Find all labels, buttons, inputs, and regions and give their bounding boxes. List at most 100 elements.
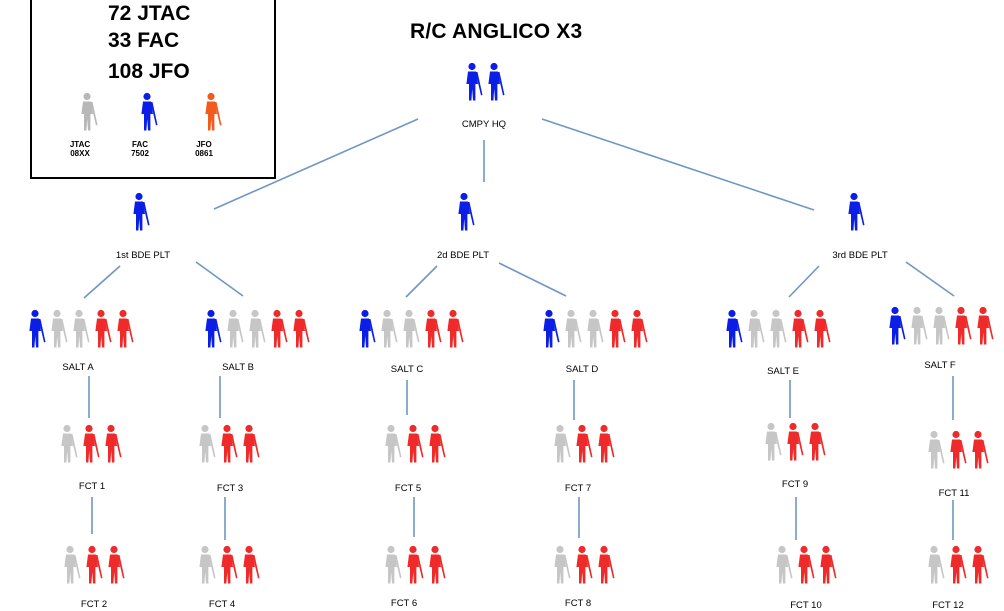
salt-team-1 — [202, 309, 310, 349]
fct-label: FCT 3 — [216, 483, 244, 494]
legend-role: JTAC — [69, 140, 91, 149]
legend-label-jtac: JTAC 08XX — [58, 140, 102, 158]
fct-label: FCT 10 — [790, 600, 822, 611]
fct-team-4 — [382, 424, 446, 464]
jtac-rifleman-icon — [762, 422, 782, 467]
fac-rifleman-icon — [202, 309, 222, 354]
fct-team-5 — [382, 545, 446, 585]
jfo-legend-icon — [200, 92, 224, 137]
jtac-rifleman-icon — [551, 545, 571, 590]
fac-rifleman-icon — [723, 309, 743, 354]
legend-count-fac: 33 FAC — [108, 29, 180, 52]
fct-team-10 — [925, 430, 989, 470]
fct-team-0 — [58, 424, 122, 464]
jfo-rifleman-icon — [817, 545, 837, 590]
legend-role: FAC — [132, 140, 148, 149]
fac-rifleman-icon — [485, 62, 505, 107]
fct-team-9 — [773, 545, 837, 585]
jtac-rifleman-icon — [745, 309, 765, 354]
fct-label: FCT 9 — [781, 479, 809, 490]
fct-team-8 — [762, 422, 826, 462]
fct-label: FCT 5 — [394, 483, 422, 494]
jtac-rifleman-icon — [246, 309, 266, 354]
fct-label: FCT 2 — [80, 599, 108, 610]
jtac-rifleman-icon — [196, 545, 216, 590]
legend-label-jfo: JFO 0861 — [182, 140, 226, 158]
jfo-rifleman-icon — [811, 309, 831, 354]
platoon-label: 2d BDE PLT — [436, 250, 490, 261]
fct-label: FCT 6 — [390, 598, 418, 609]
legend: 72 JTAC 33 FAC 108 JFO JTAC 08XX FAC 750… — [30, 0, 276, 179]
jfo-rifleman-icon — [974, 306, 994, 351]
jfo-rifleman-icon — [404, 424, 424, 469]
connector-line — [83, 265, 121, 299]
jfo-rifleman-icon — [947, 430, 967, 475]
jfo-rifleman-icon — [606, 309, 626, 354]
jfo-rifleman-icon — [105, 545, 125, 590]
jfo-rifleman-icon — [628, 309, 648, 354]
legend-role: JFO — [196, 140, 212, 149]
jfo-rifleman-icon — [444, 309, 464, 354]
fct-team-1 — [61, 545, 125, 585]
jtac-rifleman-icon — [58, 424, 78, 469]
salt-label: SALT F — [924, 360, 956, 371]
jfo-rifleman-icon — [426, 424, 446, 469]
jfo-rifleman-icon — [969, 545, 989, 590]
legend-label-fac: FAC 7502 — [118, 140, 162, 158]
connector-line — [541, 118, 815, 211]
connector-line — [213, 118, 419, 210]
jtac-rifleman-icon — [400, 309, 420, 354]
salt-label: SALT C — [390, 364, 424, 375]
jfo-rifleman-icon — [952, 306, 972, 351]
fac-rifleman-icon — [845, 192, 865, 237]
fct-team-6 — [551, 424, 615, 464]
platoon-label: 1st BDE PLT — [115, 250, 171, 261]
legend-count-jtac: 72 JTAC — [108, 2, 191, 25]
jtac-rifleman-icon — [224, 309, 244, 354]
fac-rifleman-icon — [540, 309, 560, 354]
jfo-rifleman-icon — [573, 545, 593, 590]
salt-team-0 — [26, 309, 134, 349]
jfo-rifleman-icon — [573, 424, 593, 469]
salt-label: SALT B — [222, 362, 254, 373]
jfo-rifleman-icon — [426, 545, 446, 590]
jfo-rifleman-icon — [240, 545, 260, 590]
salt-team-4 — [723, 309, 831, 349]
fct-team-2 — [196, 424, 260, 464]
fct-label: FCT 12 — [932, 600, 964, 611]
fac-rifleman-icon — [455, 192, 475, 237]
jfo-rifleman-icon — [218, 545, 238, 590]
jtac-rifleman-icon — [382, 545, 402, 590]
jtac-rifleman-icon — [378, 309, 398, 354]
salt-label: SALT E — [767, 366, 799, 377]
fct-label: FCT 8 — [564, 598, 592, 609]
fac-rifleman-icon — [356, 309, 376, 354]
jfo-rifleman-icon — [268, 309, 288, 354]
jfo-rifleman-icon — [795, 545, 815, 590]
jfo-rifleman-icon — [404, 545, 424, 590]
legend-code: 0861 — [195, 149, 213, 158]
platoon-team-1 — [455, 192, 475, 232]
jtac-rifleman-icon — [551, 424, 571, 469]
connector-line — [498, 262, 567, 297]
legend-code: 08XX — [70, 149, 90, 158]
salt-label: SALT D — [565, 364, 599, 375]
jfo-rifleman-icon — [114, 309, 134, 354]
connector-line — [195, 261, 244, 297]
fac-rifleman-icon — [130, 192, 150, 237]
fct-team-3 — [196, 545, 260, 585]
jtac-rifleman-icon — [382, 424, 402, 469]
jtac-rifleman-icon — [930, 306, 950, 351]
jfo-rifleman-icon — [102, 424, 122, 469]
jfo-rifleman-icon — [595, 545, 615, 590]
jtac-rifleman-icon — [196, 424, 216, 469]
legend-code: 7502 — [131, 149, 149, 158]
salt-label: SALT A — [62, 362, 94, 373]
jfo-rifleman-icon — [83, 545, 103, 590]
jfo-rifleman-icon — [595, 424, 615, 469]
fac-legend-icon — [136, 92, 160, 137]
salt-team-3 — [540, 309, 648, 349]
jtac-rifleman-icon — [70, 309, 90, 354]
connector-line — [788, 265, 820, 298]
